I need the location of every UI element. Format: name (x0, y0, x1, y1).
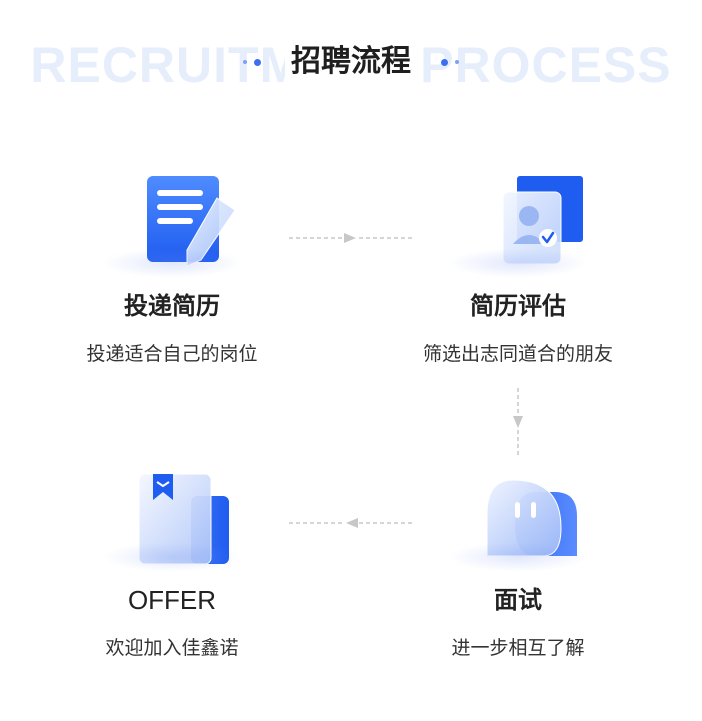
step-submit-resume: 投递简历 投递适合自己的岗位 (42, 168, 302, 368)
step-interview: 面试 进一步相互了解 (388, 462, 648, 662)
profile-card-icon (443, 168, 593, 278)
step-title: 投递简历 (124, 292, 220, 320)
page-title: 招聘流程 (285, 40, 417, 84)
right-dots-decoration (441, 58, 459, 66)
header: 招聘流程 (0, 40, 702, 84)
step-description: 欢迎加入佳鑫诺 (105, 637, 239, 659)
step-title: 面试 (494, 586, 542, 614)
arrow-right-connector (289, 233, 413, 243)
step-description: 投递适合自己的岗位 (86, 343, 258, 365)
step-description: 筛选出志同道合的朋友 (422, 343, 613, 365)
left-dots-decoration (243, 58, 261, 66)
document-pen-icon (97, 168, 247, 278)
chat-bubble-icon (443, 462, 593, 572)
step-offer: OFFER 欢迎加入佳鑫诺 (42, 462, 302, 662)
step-resume-evaluation: 简历评估 筛选出志同道合的朋友 (388, 168, 648, 368)
arrow-down-connector (513, 388, 523, 456)
step-description: 进一步相互了解 (451, 637, 585, 659)
bookmark-book-icon (97, 462, 247, 572)
step-title: 简历评估 (470, 292, 566, 320)
step-title: OFFER (127, 585, 217, 615)
arrow-left-connector (289, 518, 413, 528)
